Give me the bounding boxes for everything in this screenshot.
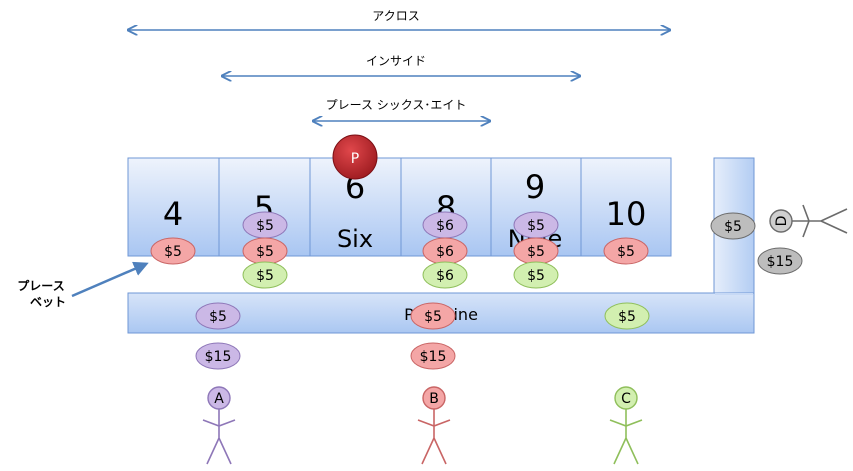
chip-label: $15 [205, 349, 232, 365]
chip-label: $6 [436, 268, 454, 284]
chip-label: $5 [527, 244, 545, 260]
chip: $5 [242, 211, 288, 239]
chip: $6 [422, 211, 468, 239]
chip-label: $5 [617, 244, 635, 260]
stick-figure-head [422, 386, 446, 410]
player-c: C [609, 386, 643, 465]
chip: $5 [242, 237, 288, 265]
chip: $5 [195, 302, 241, 330]
chip: $5 [604, 302, 650, 330]
chip: $5 [513, 211, 559, 239]
box-word: Six [337, 225, 373, 253]
chip: $5 [603, 237, 649, 265]
chip: $5 [710, 212, 756, 240]
chip: $6 [422, 261, 468, 289]
stick-figure-head [769, 209, 793, 233]
stick-figure-head [207, 386, 231, 410]
chip-label: $6 [436, 244, 454, 260]
point-puck: P [332, 134, 378, 180]
box-number: 4 [163, 195, 183, 233]
chip-label: $5 [724, 219, 742, 235]
stick-figure-body [417, 409, 451, 465]
player-d: D [769, 204, 848, 238]
chip: $5 [150, 237, 196, 265]
place-bet-label-line1: プレース [17, 279, 65, 293]
arrow-inside: インサイド [222, 54, 580, 76]
chip-layer: $5 $5 $5 $5 $6 $6 $6 $5 $5 $5 $5 $5 $15 $5 $15 $5 $5 $15 [150, 211, 803, 370]
chip-label: $5 [527, 218, 545, 234]
puck-label: P [351, 151, 359, 167]
box-number: 10 [606, 195, 647, 233]
chip-label: $5 [618, 309, 636, 325]
player-label: D [774, 216, 790, 227]
chip-label: $5 [209, 309, 227, 325]
arrow-across-label: アクロス [372, 9, 419, 23]
player-layer: A B C D [202, 204, 848, 465]
chip-label: $5 [424, 309, 442, 325]
chip: $5 [513, 237, 559, 265]
chip-label: $5 [256, 218, 274, 234]
chip-label: $5 [164, 244, 182, 260]
player-label: C [621, 391, 631, 407]
player-a: A [202, 386, 236, 465]
arrow-place-six-eight: プレース シックス･エイト [313, 98, 490, 121]
chip: $5 [410, 302, 456, 330]
chip: $15 [757, 247, 803, 275]
arrow-across: アクロス [128, 9, 670, 30]
stick-figure-head [614, 386, 638, 410]
chip: $5 [513, 261, 559, 289]
chip-label: $5 [256, 244, 274, 260]
place-bet-label-line2: ベット [29, 295, 66, 309]
chip-label: $6 [436, 218, 454, 234]
player-b: B [417, 386, 451, 465]
player-label: A [214, 391, 224, 407]
place-bet-arrow [71, 261, 149, 298]
chip: $5 [242, 261, 288, 289]
chip-label: $15 [767, 254, 794, 270]
chip-label: $15 [420, 349, 447, 365]
arrow-place-six-eight-label: プレース シックス･エイト [326, 98, 467, 112]
chip: $15 [410, 342, 456, 370]
stick-figure-body [202, 409, 236, 465]
box-number: 9 [525, 168, 545, 206]
chip: $6 [422, 237, 468, 265]
stick-figure-body [792, 204, 848, 238]
place-bet-label: プレース ベット [8, 278, 74, 310]
chip-label: $5 [527, 268, 545, 284]
chip: $15 [195, 342, 241, 370]
arrow-inside-label: インサイド [366, 54, 426, 68]
player-label: B [429, 391, 439, 407]
chip-label: $5 [256, 268, 274, 284]
stick-figure-body [609, 409, 643, 465]
